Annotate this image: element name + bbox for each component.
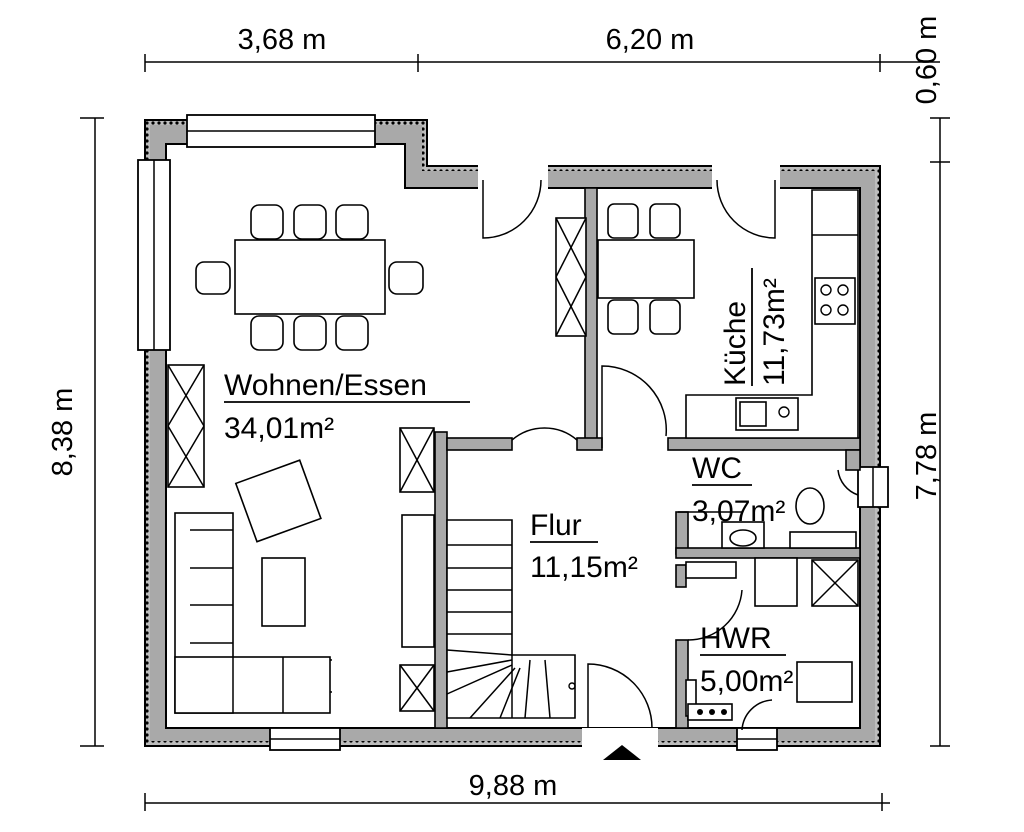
exterior-walls (144, 119, 881, 747)
dim-right: 7,78 m (911, 412, 943, 501)
dim-bottom: 9,88 m (469, 770, 558, 802)
living-furniture (167, 364, 435, 714)
staircase (446, 519, 576, 719)
dim-top-offset: 0,60 m (911, 16, 943, 105)
dim-top-right: 6,20 m (606, 24, 695, 56)
room-labels: Wohnen/Essen 34,01m² Küche 11,73m² Flur … (224, 268, 793, 698)
hwr-furniture (685, 557, 859, 721)
windows (137, 114, 889, 751)
dim-top-left: 3,68 m (238, 24, 327, 56)
room-name-flur: Flur (530, 509, 582, 542)
dimension-lines (80, 54, 950, 811)
room-area-wc: 3,07m² (692, 495, 785, 528)
kitchen-furniture (555, 189, 859, 439)
room-name-kueche: Küche (719, 301, 752, 386)
dining-chairs (195, 204, 424, 351)
dim-left: 8,38 m (47, 388, 79, 477)
room-name-hwr: HWR (700, 622, 772, 655)
room-name-wohnen: Wohnen/Essen (224, 369, 427, 402)
interior-walls (434, 187, 861, 729)
wc-furniture (721, 487, 857, 549)
entrance-arrow-icon (603, 745, 641, 760)
room-area-kueche: 11,73m² (758, 278, 791, 386)
room-name-wc: WC (692, 452, 742, 485)
room-area-hwr: 5,00m² (700, 665, 793, 698)
room-area-flur: 11,15m² (530, 551, 638, 584)
room-area-wohnen: 34,01m² (224, 412, 334, 445)
dining-table (195, 204, 424, 351)
